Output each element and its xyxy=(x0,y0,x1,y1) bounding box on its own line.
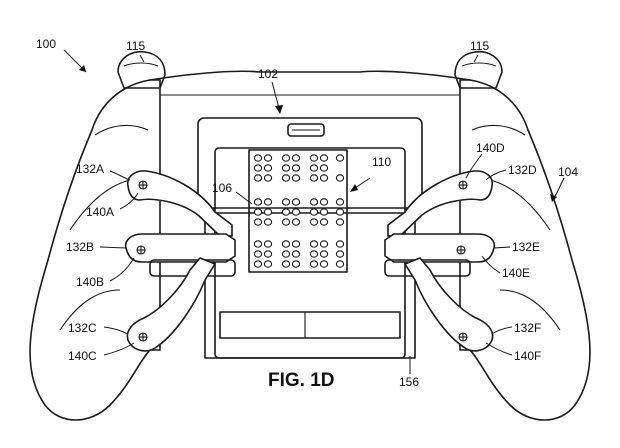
grid-dot xyxy=(309,250,319,258)
paddle-E xyxy=(384,233,496,277)
grid-dot xyxy=(263,260,273,268)
grid-dot xyxy=(309,240,319,248)
grid-dot xyxy=(263,208,273,216)
grid-dot xyxy=(309,164,319,172)
grid-dot xyxy=(253,174,263,182)
grid-dot xyxy=(319,164,329,172)
grid-dot xyxy=(291,164,301,172)
grid-dot xyxy=(309,174,319,182)
grid-dot xyxy=(319,240,329,248)
grid-dot xyxy=(253,218,263,226)
grid-dot xyxy=(335,240,345,248)
grid-dot xyxy=(335,174,345,182)
grid-dot xyxy=(253,208,263,216)
grid-dot xyxy=(291,198,301,206)
label-140C: 140C xyxy=(68,349,97,363)
paddle-C xyxy=(126,257,216,352)
label-140B: 140B xyxy=(76,275,104,289)
label-100: 100 xyxy=(36,37,56,51)
grid-dot xyxy=(309,260,319,268)
grid-dot xyxy=(319,208,329,216)
grid-dot xyxy=(335,260,345,268)
grid-dot xyxy=(263,198,273,206)
grid-dot xyxy=(319,198,329,206)
grid-dot xyxy=(253,154,263,162)
label-140D: 140D xyxy=(476,141,505,155)
grid-dot xyxy=(253,260,263,268)
leader-lines xyxy=(63,49,565,374)
label-115-right: 115 xyxy=(470,39,489,53)
paddle-F xyxy=(404,257,494,352)
grid-dot xyxy=(253,240,263,248)
grid-dot xyxy=(335,218,345,226)
grid-dot xyxy=(291,208,301,216)
paddle-A xyxy=(126,170,233,237)
grid-dot xyxy=(291,218,301,226)
grid-dot xyxy=(335,154,345,162)
grid-dot xyxy=(291,250,301,258)
label-104: 104 xyxy=(558,165,578,179)
label-156: 156 xyxy=(399,375,419,389)
grid-dot xyxy=(319,218,329,226)
label-132D: 132D xyxy=(508,163,537,177)
label-132E: 132E xyxy=(512,240,540,254)
label-132B: 132B xyxy=(66,240,94,254)
grid-dot xyxy=(291,154,301,162)
grid-dot xyxy=(281,250,291,258)
grid-dot xyxy=(253,198,263,206)
grid-dot xyxy=(335,250,345,258)
grid-dot xyxy=(291,174,301,182)
grid-dot xyxy=(309,198,319,206)
grid-dot xyxy=(253,250,263,258)
grid-dot xyxy=(281,240,291,248)
label-132A: 132A xyxy=(76,162,104,176)
grid-dot xyxy=(263,240,273,248)
label-110: 110 xyxy=(372,155,391,169)
label-140E: 140E xyxy=(502,266,530,280)
label-140A: 140A xyxy=(86,205,114,219)
label-140F: 140F xyxy=(514,349,541,363)
grid-dot xyxy=(291,260,301,268)
label-132F: 132F xyxy=(514,321,541,335)
grid-dot xyxy=(319,154,329,162)
grid-dot xyxy=(319,250,329,258)
grid-dot xyxy=(263,174,273,182)
grid-dot xyxy=(309,218,319,226)
grid-dot xyxy=(309,154,319,162)
right-trigger xyxy=(454,50,503,89)
grid-dot xyxy=(309,208,319,216)
figure-caption: FIG. 1D xyxy=(268,370,335,391)
grid-dot xyxy=(335,208,345,216)
grid-dot xyxy=(263,154,273,162)
grid-dot xyxy=(281,198,291,206)
label-115-left: 115 xyxy=(126,39,145,53)
grid-dot xyxy=(263,218,273,226)
label-106: 106 xyxy=(212,181,232,195)
grid-dot xyxy=(281,260,291,268)
dot-grid xyxy=(248,149,348,273)
grid-dot xyxy=(319,260,329,268)
grid-dot xyxy=(291,240,301,248)
paddle-B xyxy=(124,233,236,277)
grid-dot xyxy=(281,218,291,226)
paddle-D xyxy=(387,170,494,237)
grid-dot xyxy=(335,198,345,206)
label-102: 102 xyxy=(258,67,278,81)
grid-dot xyxy=(281,208,291,216)
grid-dot xyxy=(281,174,291,182)
grid-dot xyxy=(263,164,273,172)
grid-dot xyxy=(253,164,263,172)
reference-labels: 100 115 115 102 104 106 110 132A 140A 13… xyxy=(36,37,578,389)
controller-body xyxy=(29,70,591,421)
grid-dot xyxy=(263,250,273,258)
grid-dot xyxy=(281,164,291,172)
label-132C: 132C xyxy=(68,321,97,335)
grid-dot xyxy=(319,174,329,182)
grid-dot xyxy=(281,154,291,162)
left-trigger xyxy=(117,50,166,89)
